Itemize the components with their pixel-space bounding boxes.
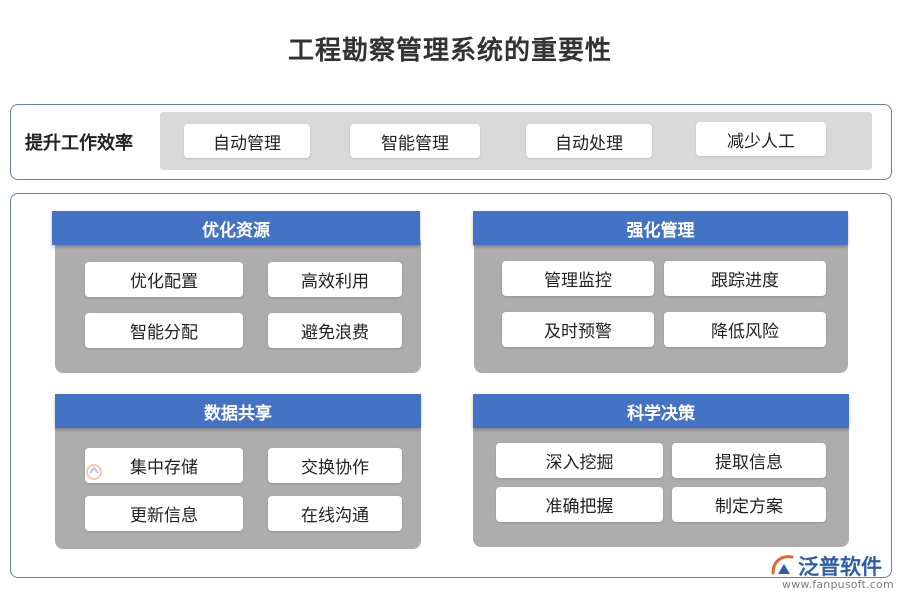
group-item: 优化配置 <box>85 262 243 297</box>
group-item: 制定方案 <box>672 487 826 522</box>
efficiency-label: 提升工作效率 <box>25 133 133 154</box>
group-item: 交换协作 <box>268 448 402 483</box>
efficiency-item: 自动管理 <box>184 124 310 158</box>
efficiency-panel: 提升工作效率 自动管理 智能管理 自动处理 减少人工 <box>10 104 892 180</box>
brand-name: 泛普软件 <box>798 555 882 579</box>
group-item: 管理监控 <box>502 261 654 296</box>
group-header-strengthen-management: 强化管理 <box>473 211 848 245</box>
group-item: 避免浪费 <box>268 313 402 348</box>
group-item: 集中存储 <box>85 448 243 483</box>
group-body-strengthen-management <box>474 235 848 373</box>
group-item: 在线沟通 <box>268 496 402 531</box>
group-item: 更新信息 <box>85 496 243 531</box>
efficiency-item: 减少人工 <box>696 122 826 156</box>
group-item: 准确把握 <box>496 487 663 522</box>
group-header-optimize-resources: 优化资源 <box>52 211 420 245</box>
fanpu-logo-icon <box>771 555 794 575</box>
group-item: 智能分配 <box>85 313 243 348</box>
brand-url: www.fanpusoft.com <box>782 578 894 591</box>
group-item: 及时预警 <box>502 312 654 347</box>
efficiency-strip: 自动管理 智能管理 自动处理 减少人工 <box>160 112 872 170</box>
efficiency-item: 自动处理 <box>526 124 652 158</box>
group-body-optimize-resources <box>55 235 421 373</box>
watermark-logo-icon <box>86 464 102 480</box>
group-item: 高效利用 <box>268 262 402 297</box>
group-item: 深入挖掘 <box>496 443 663 478</box>
group-header-scientific-decision: 科学决策 <box>473 394 849 428</box>
group-item: 跟踪进度 <box>664 261 826 296</box>
efficiency-item: 智能管理 <box>350 124 480 158</box>
group-item: 提取信息 <box>672 443 826 478</box>
group-item: 降低风险 <box>664 312 826 347</box>
brand-logo: 泛普软件 www.fanpusoft.com <box>768 551 894 595</box>
page-title: 工程勘察管理系统的重要性 <box>287 36 612 66</box>
group-header-data-sharing: 数据共享 <box>55 394 421 428</box>
group-body-scientific-decision <box>473 418 849 547</box>
